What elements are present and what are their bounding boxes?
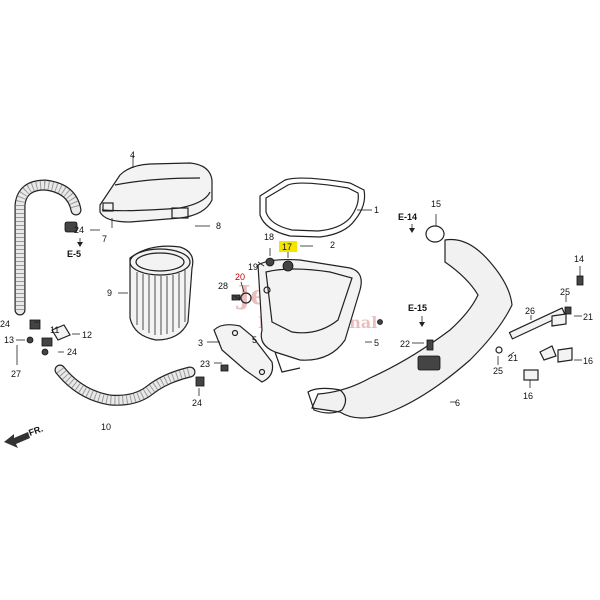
- airbox-gasket: [259, 177, 366, 238]
- label-part-16b: 16: [523, 391, 533, 401]
- label-part-17: 17: [282, 242, 292, 252]
- label-part-5a: 5: [252, 335, 257, 345]
- label-part-26: 26: [525, 306, 535, 316]
- ref-e15-label: E-15: [408, 303, 427, 313]
- hose-clamp: [425, 225, 445, 243]
- label-part-9: 9: [107, 288, 112, 298]
- label-part-24b: 24: [0, 319, 10, 329]
- ref-e14-label: E-14: [398, 212, 417, 222]
- label-part-23: 23: [200, 359, 210, 369]
- label-part-21b: 21: [583, 312, 593, 322]
- part-14-fitting: [576, 266, 584, 286]
- label-part-15: 15: [431, 199, 441, 209]
- label-part-25a: 25: [560, 287, 570, 297]
- label-part-25b: 25: [493, 366, 503, 376]
- label-part-8: 8: [216, 221, 221, 231]
- air-filter-element: [129, 245, 194, 341]
- label-part-28: 28: [218, 281, 228, 291]
- label-part-20: 20: [235, 272, 245, 282]
- label-part-7: 7: [102, 234, 107, 244]
- label-part-6: 6: [455, 398, 460, 408]
- part-number-labels: 4 1 2 3 5 5 6 7 8 9 10 11 12 13 14 15 16…: [0, 150, 593, 432]
- airbox-case: [257, 258, 362, 373]
- label-part-12: 12: [82, 330, 92, 340]
- label-part-24c: 24: [67, 347, 77, 357]
- label-part-18: 18: [264, 232, 274, 242]
- label-part-3: 3: [198, 338, 203, 348]
- label-part-13: 13: [4, 335, 14, 345]
- label-part-19: 19: [248, 262, 258, 272]
- front-label: FR.: [27, 424, 44, 438]
- label-part-4: 4: [130, 150, 135, 160]
- part-17-highlight: [279, 241, 297, 252]
- label-part-27: 27: [11, 369, 21, 379]
- intake-duct: [307, 238, 513, 419]
- label-part-24d: 24: [192, 398, 202, 408]
- leader-lines: [16, 155, 582, 403]
- small-fittings: [26, 221, 573, 387]
- reference-e15: E-15: [408, 303, 427, 327]
- label-part-24a: 24: [74, 225, 84, 235]
- reference-e5: E-5: [67, 238, 83, 259]
- drain-rod: [508, 307, 566, 340]
- reference-e14: E-14: [398, 212, 417, 233]
- airbox-bracket: [213, 324, 274, 383]
- label-part-21a: 21: [508, 353, 518, 363]
- ref-e5-label: E-5: [67, 249, 81, 259]
- label-part-14: 14: [574, 254, 584, 264]
- label-part-10: 10: [101, 422, 111, 432]
- label-part-16a: 16: [583, 356, 593, 366]
- label-part-5b: 5: [374, 338, 379, 348]
- label-part-22: 22: [400, 339, 410, 349]
- label-part-1: 1: [374, 205, 379, 215]
- label-part-2: 2: [330, 240, 335, 250]
- airbox-lid: [99, 162, 213, 223]
- drain-hose-lower: [54, 364, 196, 406]
- label-part-11: 11: [50, 325, 59, 335]
- breather-hose: [14, 179, 82, 316]
- front-direction-arrow: FR.: [4, 424, 44, 448]
